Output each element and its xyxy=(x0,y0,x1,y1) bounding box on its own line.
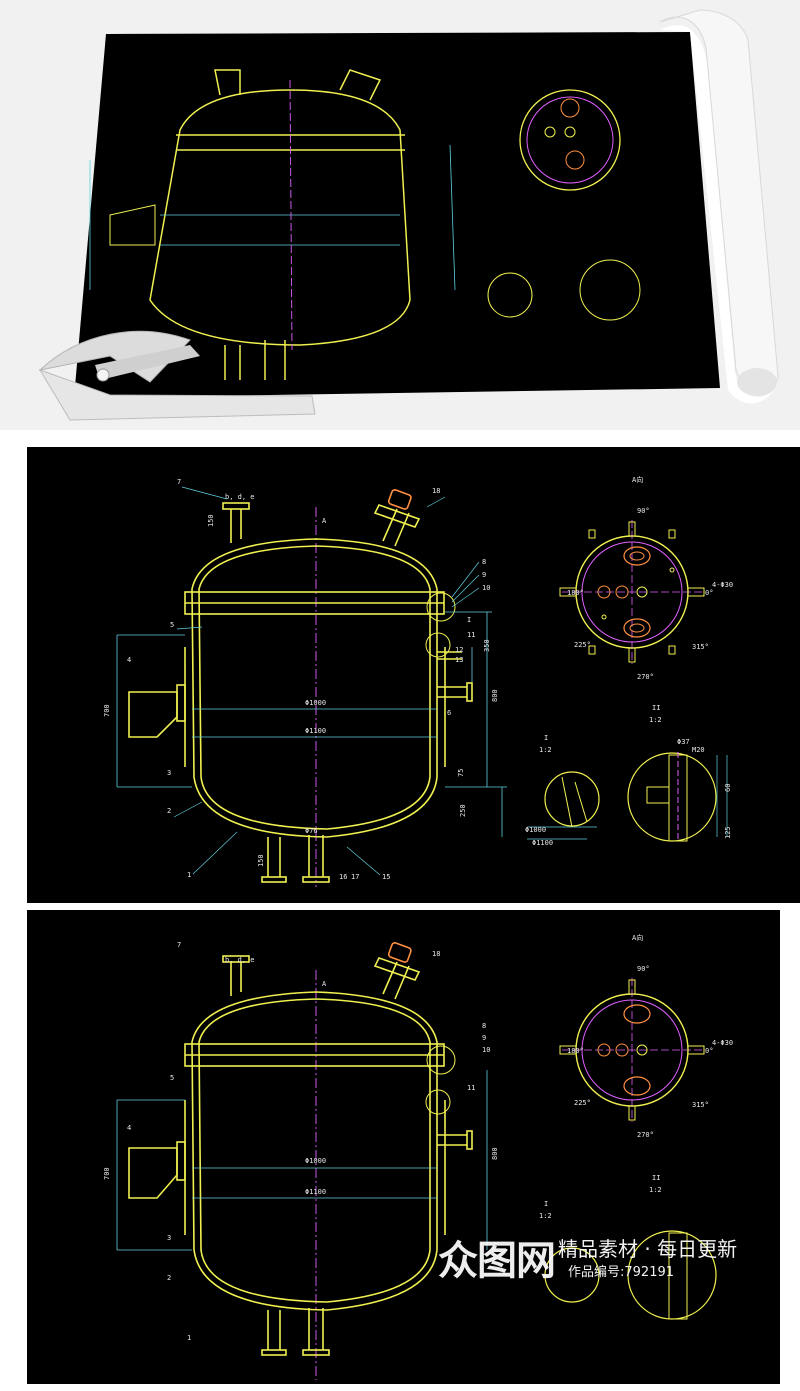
detail-ii-scale: 1:2 xyxy=(649,716,662,724)
detail-ii-dim-1: M20 xyxy=(692,746,705,754)
dim-nozzle-side: 4-Φ30 xyxy=(712,581,733,589)
detail-ii-scale-b: 1:2 xyxy=(649,1186,662,1194)
dim-right-small: 350 xyxy=(483,639,491,652)
detail-i-label: I xyxy=(544,734,548,742)
angle-180-b: 180° xyxy=(567,1047,584,1055)
view-label-a: A xyxy=(322,517,327,525)
detail-ii-dim-3: 125 xyxy=(724,826,732,839)
angle-180: 180° xyxy=(567,589,584,597)
cad-drawing-panel-2: 7 b, d, e 18 A 8 9 10 5 11 4 3 2 1 Φ1000… xyxy=(27,910,780,1384)
callout-2-b: 2 xyxy=(167,1274,171,1282)
callout-11: 11 xyxy=(467,631,475,639)
callout-7-b: 7 xyxy=(177,941,181,949)
dim-height-left: 700 xyxy=(103,704,111,717)
callout-18-b: 18 xyxy=(432,950,440,958)
angle-0: 0° xyxy=(705,589,713,597)
dim-75: 75 xyxy=(457,769,465,777)
callout-1: 1 xyxy=(187,871,191,879)
callout-8-b: 8 xyxy=(482,1022,486,1030)
detail-ii-label: II xyxy=(652,704,660,712)
callout-bde-b: b, d, e xyxy=(225,956,255,964)
callout-3: 3 xyxy=(167,769,171,777)
callout-4-b: 4 xyxy=(127,1124,131,1132)
watermark-logo: 众图网 xyxy=(438,1238,556,1284)
dim-150-top: 150 xyxy=(207,514,215,527)
watermark: 众图网 精品素材 · 每日更新 作品编号:792191 xyxy=(438,1228,788,1308)
callout-5: 5 xyxy=(170,621,174,629)
angle-90-b: 90° xyxy=(637,965,650,973)
dim-outer-dia-b: Φ1100 xyxy=(305,1188,326,1196)
callout-3-b: 3 xyxy=(167,1234,171,1242)
dim-nozzle-side-b: 4-Φ30 xyxy=(712,1039,733,1047)
watermark-id: 作品编号:792191 xyxy=(568,1265,675,1280)
dim-height-left-b: 700 xyxy=(103,1167,111,1180)
top-view-title-b: A向 xyxy=(632,933,643,942)
callout-8: 8 xyxy=(482,558,486,566)
callout-i: I xyxy=(467,616,471,624)
dim-inner-dia: Φ1000 xyxy=(305,699,326,707)
detail-ii-dim-0: Φ37 xyxy=(677,738,690,746)
callout-17: 17 xyxy=(351,873,359,881)
callout-2: 2 xyxy=(167,807,171,815)
watermark-site: 精品素材 · 每日更新 xyxy=(558,1237,738,1261)
dim-inner-dia-b: Φ1000 xyxy=(305,1157,326,1165)
callout-5-b: 5 xyxy=(170,1074,174,1082)
callout-10: 10 xyxy=(482,584,490,592)
callout-16: 16 xyxy=(339,873,347,881)
view-label-a-b: A xyxy=(322,980,327,988)
callout-13: 13 xyxy=(455,656,463,664)
detail-i-dim-inner: Φ1000 xyxy=(525,826,546,834)
callout-9-b: 9 xyxy=(482,1034,486,1042)
callout-6: 6 xyxy=(447,709,451,717)
dim-phi76: Φ76 xyxy=(305,827,318,835)
callout-18: 18 xyxy=(432,487,440,495)
angle-315: 315° xyxy=(692,643,709,651)
angle-90: 90° xyxy=(637,507,650,515)
reactor-vessel-drawing-2: 7 b, d, e 18 A 8 9 10 5 11 4 3 2 1 Φ1000… xyxy=(103,933,733,1380)
angle-225: 225° xyxy=(574,641,591,649)
dim-bottom: 250 xyxy=(459,804,467,817)
callout-9: 9 xyxy=(482,571,486,579)
dim-height-right-b: 800 xyxy=(491,1147,499,1160)
detail-i-label-b: I xyxy=(544,1200,548,1208)
callout-bde: b, d, e xyxy=(225,493,255,501)
callout-15: 15 xyxy=(382,873,390,881)
angle-0-b: 0° xyxy=(705,1047,713,1055)
angle-315-b: 315° xyxy=(692,1101,709,1109)
callout-1-b: 1 xyxy=(187,1334,191,1342)
dim-outer-dia: Φ1100 xyxy=(305,727,326,735)
detail-i-dim-outer: Φ1100 xyxy=(532,839,553,847)
detail-ii-dim-2: 60 xyxy=(724,784,732,792)
top-view-title: A向 xyxy=(632,475,643,484)
hero-blueprint-mockup xyxy=(0,0,800,430)
dim-150-bottom: 150 xyxy=(257,854,265,867)
blueprint-scene xyxy=(38,9,779,421)
callout-7: 7 xyxy=(177,478,181,486)
callout-11-b: 11 xyxy=(467,1084,475,1092)
cad-drawing-panel: 7 b, d, e 18 A 8 9 10 5 11 I 4 12 13 3 6… xyxy=(27,447,800,903)
detail-ii-label-b: II xyxy=(652,1174,660,1182)
callout-10-b: 10 xyxy=(482,1046,490,1054)
callout-12: 12 xyxy=(455,646,463,654)
angle-270-b: 270° xyxy=(637,1131,654,1139)
detail-i-scale-b: 1:2 xyxy=(539,1212,552,1220)
callout-4: 4 xyxy=(127,656,131,664)
dim-height-right: 800 xyxy=(491,689,499,702)
angle-225-b: 225° xyxy=(574,1099,591,1107)
angle-270: 270° xyxy=(637,673,654,681)
reactor-vessel-drawing: 7 b, d, e 18 A 8 9 10 5 11 I 4 12 13 3 6… xyxy=(103,475,733,887)
detail-i-scale: 1:2 xyxy=(539,746,552,754)
